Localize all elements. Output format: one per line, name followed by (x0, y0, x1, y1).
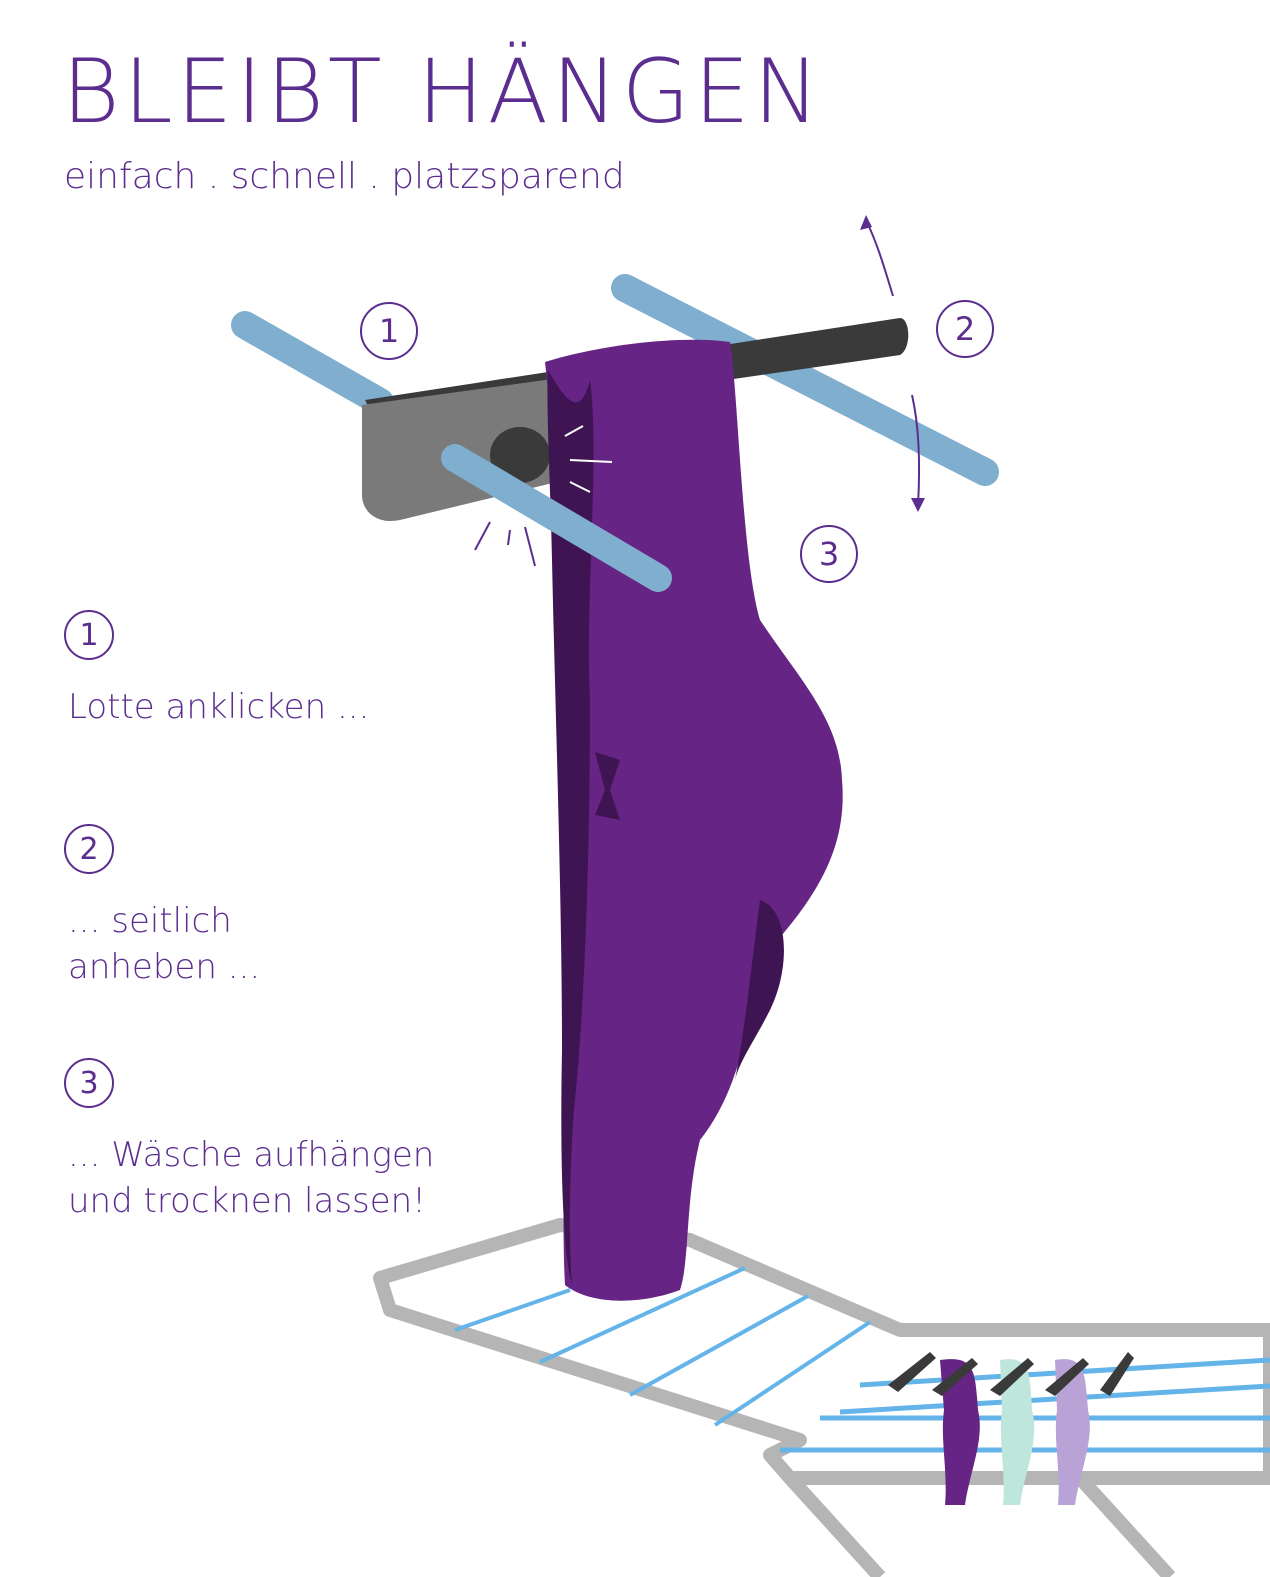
step-1-text-line-1: Lotte anklicken ... (68, 687, 370, 727)
diagram-marker-1: 1 (360, 302, 418, 360)
step-3-number: 3 (64, 1058, 114, 1108)
step-1-number: 1 (64, 610, 114, 660)
click-marks (564, 425, 613, 493)
rod-front (441, 444, 672, 592)
rod-left (231, 311, 394, 416)
step-2-number: 2 (64, 824, 114, 874)
step-3-text-line-2: und trocknen lassen! (68, 1181, 426, 1221)
lower-arrow-down (911, 394, 925, 512)
step-2-text-line-2: anheben ... (68, 947, 261, 987)
step-2-text-line-1: ... seitlich (68, 901, 232, 941)
page-subtitle: einfach . schnell . platzsparend (64, 156, 625, 197)
mini-cloths (888, 1352, 1134, 1505)
click-marks-bottom (474, 521, 536, 567)
hanging-cloth (545, 339, 843, 1301)
lift-arrow-up (860, 215, 894, 297)
diagram-marker-3: 3 (800, 525, 858, 583)
step-3-text-line-1: ... Wäsche aufhängen (68, 1135, 435, 1175)
rod-back (611, 274, 999, 486)
diagram-marker-2: 2 (936, 300, 994, 358)
page-title: BLEIBT HÄNGEN (62, 40, 824, 143)
drying-rack (373, 1218, 1270, 1577)
